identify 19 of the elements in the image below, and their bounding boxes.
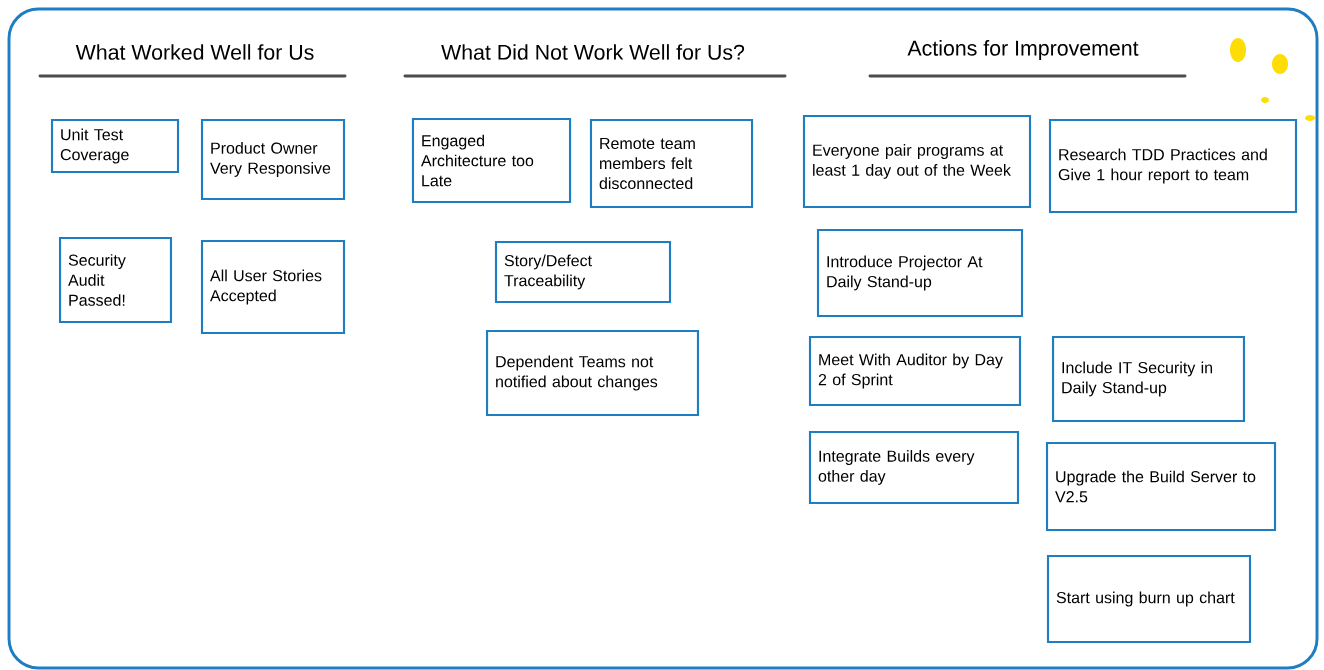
sticky-note: Story/Defect Traceability xyxy=(494,240,672,304)
sticky-note: Meet With Auditor by Day 2 of Sprint xyxy=(808,335,1022,407)
sticky-note: Dependent Teams not notified about changes xyxy=(485,329,700,417)
column-heading: Actions for Improvement xyxy=(868,40,1187,78)
sticky-note: Research TDD Practices and Give 1 hour report to team xyxy=(1048,118,1298,214)
sticky-note: All User Stories Accepted xyxy=(200,239,346,335)
column-heading: What Worked Well for Us xyxy=(38,44,347,78)
sticky-note: Integrate Builds every other day xyxy=(808,430,1020,505)
sticky-note: Product Owner Very Responsive xyxy=(200,118,346,201)
sticky-note: Upgrade the Build Server to V2.5 xyxy=(1045,441,1277,532)
column-heading: What Did Not Work Well for Us? xyxy=(403,44,787,78)
sticky-note: Engaged Architecture too Late xyxy=(411,117,572,204)
sticky-note: Unit Test Coverage xyxy=(50,118,180,174)
sticky-note: Security Audit Passed! xyxy=(58,236,173,324)
sticky-note: Introduce Projector At Daily Stand-up xyxy=(816,228,1024,318)
sticky-note: Start using burn up chart xyxy=(1046,554,1252,644)
sticky-note: Include IT Security in Daily Stand-up xyxy=(1051,335,1246,423)
sticky-note: Everyone pair programs at least 1 day out of the Week xyxy=(802,114,1032,209)
sticky-note: Remote team members felt disconnected xyxy=(589,118,754,209)
